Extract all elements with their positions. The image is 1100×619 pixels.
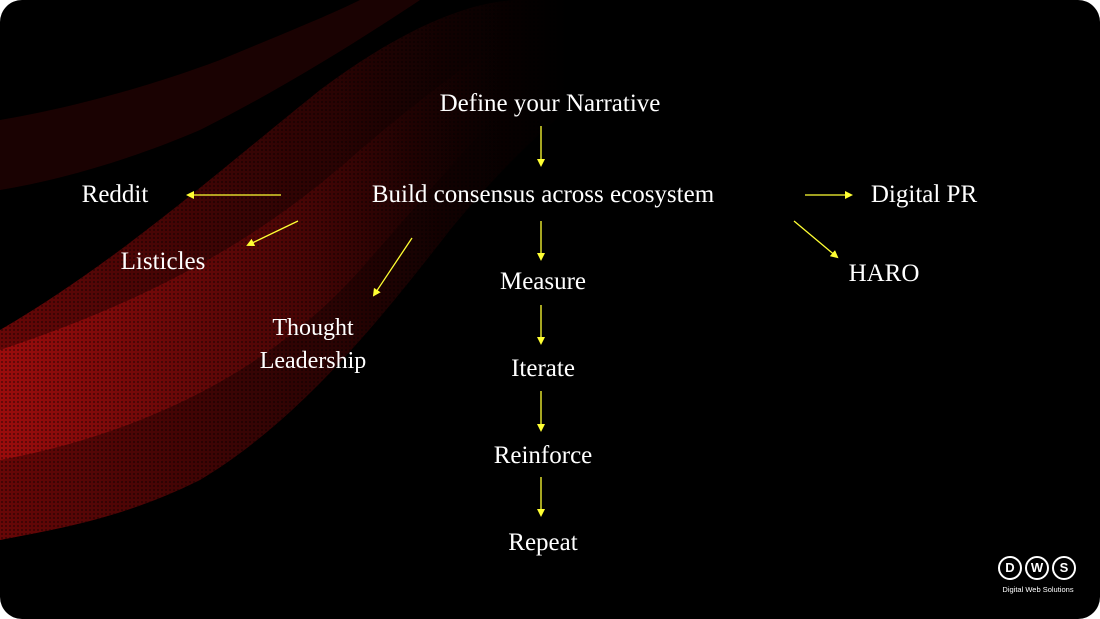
arrow-build-to-haro xyxy=(793,220,839,259)
node-reddit: Reddit xyxy=(81,181,149,208)
node-listicles: Listicles xyxy=(120,248,206,275)
node-haro: HARO xyxy=(848,260,920,287)
arrow-build-to-listicles xyxy=(246,220,299,247)
logo-letter-d: D xyxy=(998,556,1022,580)
arrow-build-to-thought-leadership xyxy=(372,237,413,297)
logo-letter-s: S xyxy=(1052,556,1076,580)
node-build-consensus: Build consensus across ecosystem xyxy=(371,181,715,208)
node-define-narrative: Define your Narrative xyxy=(439,90,661,117)
node-thought-leadership-line2: Leadership xyxy=(259,348,367,374)
node-thought-leadership: Thought Leadership xyxy=(260,312,367,378)
node-thought-leadership-line1: Thought xyxy=(272,315,354,341)
node-reinforce: Reinforce xyxy=(493,442,593,469)
node-iterate: Iterate xyxy=(511,355,575,382)
node-repeat: Repeat xyxy=(508,529,578,556)
logo-letter-w: W xyxy=(1025,556,1049,580)
logo-tagline: Digital Web Solutions xyxy=(1002,585,1074,594)
node-digital-pr: Digital PR xyxy=(870,181,978,208)
dws-logo: D W S Digital Web Solutions xyxy=(996,556,1080,596)
node-measure: Measure xyxy=(499,268,587,295)
